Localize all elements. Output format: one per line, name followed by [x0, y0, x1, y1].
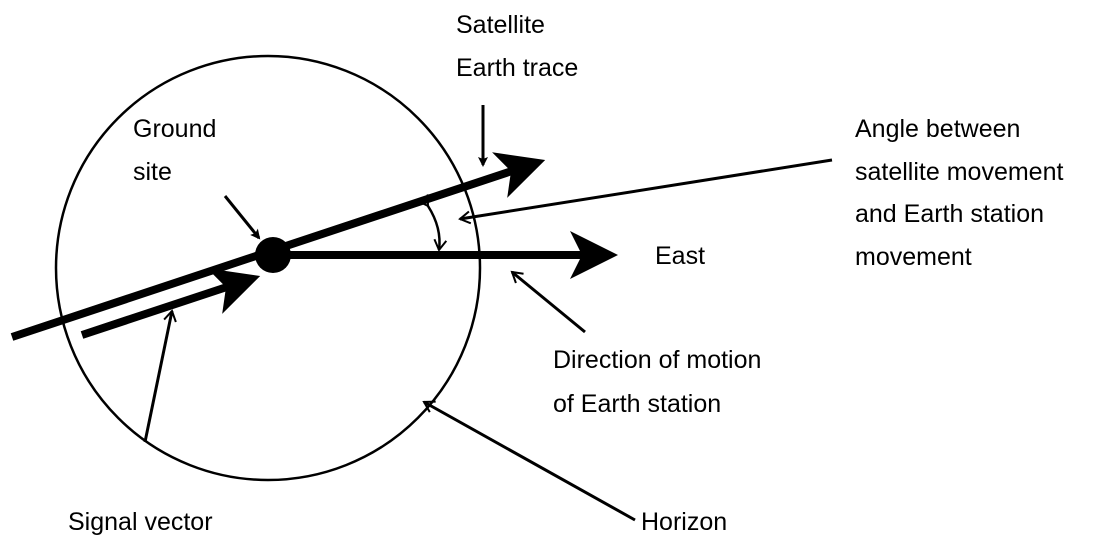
- signal-vector-label: Signal vector: [68, 508, 213, 536]
- satellite-trace-label-1: Satellite: [456, 11, 545, 39]
- angle-label-4: movement: [855, 243, 972, 271]
- angle-label-3: and Earth station: [855, 200, 1044, 228]
- horizon-circle: [54, 54, 482, 482]
- angle-label-1: Angle between: [855, 115, 1020, 143]
- direction-pointer: [510, 270, 586, 334]
- ground-site-pointer: [223, 195, 261, 240]
- east-label: East: [655, 242, 705, 270]
- satellite-trace-label-2: Earth trace: [456, 54, 578, 82]
- ground-site-label-2: site: [133, 158, 172, 186]
- horizon-label: Horizon: [641, 508, 727, 536]
- angle-label-2: satellite movement: [855, 158, 1063, 186]
- horizon-pointer: [422, 400, 636, 522]
- direction-label-2: of Earth station: [553, 390, 721, 418]
- angle-arc: [417, 194, 448, 252]
- signal-vector-arrow: [80, 268, 261, 339]
- signal-vector-pointer: [143, 309, 177, 443]
- ground-site-label-1: Ground: [133, 115, 216, 143]
- angle-pointer: [458, 158, 833, 225]
- direction-label-1: Direction of motion: [553, 346, 761, 374]
- ground-site-dot: [255, 237, 291, 273]
